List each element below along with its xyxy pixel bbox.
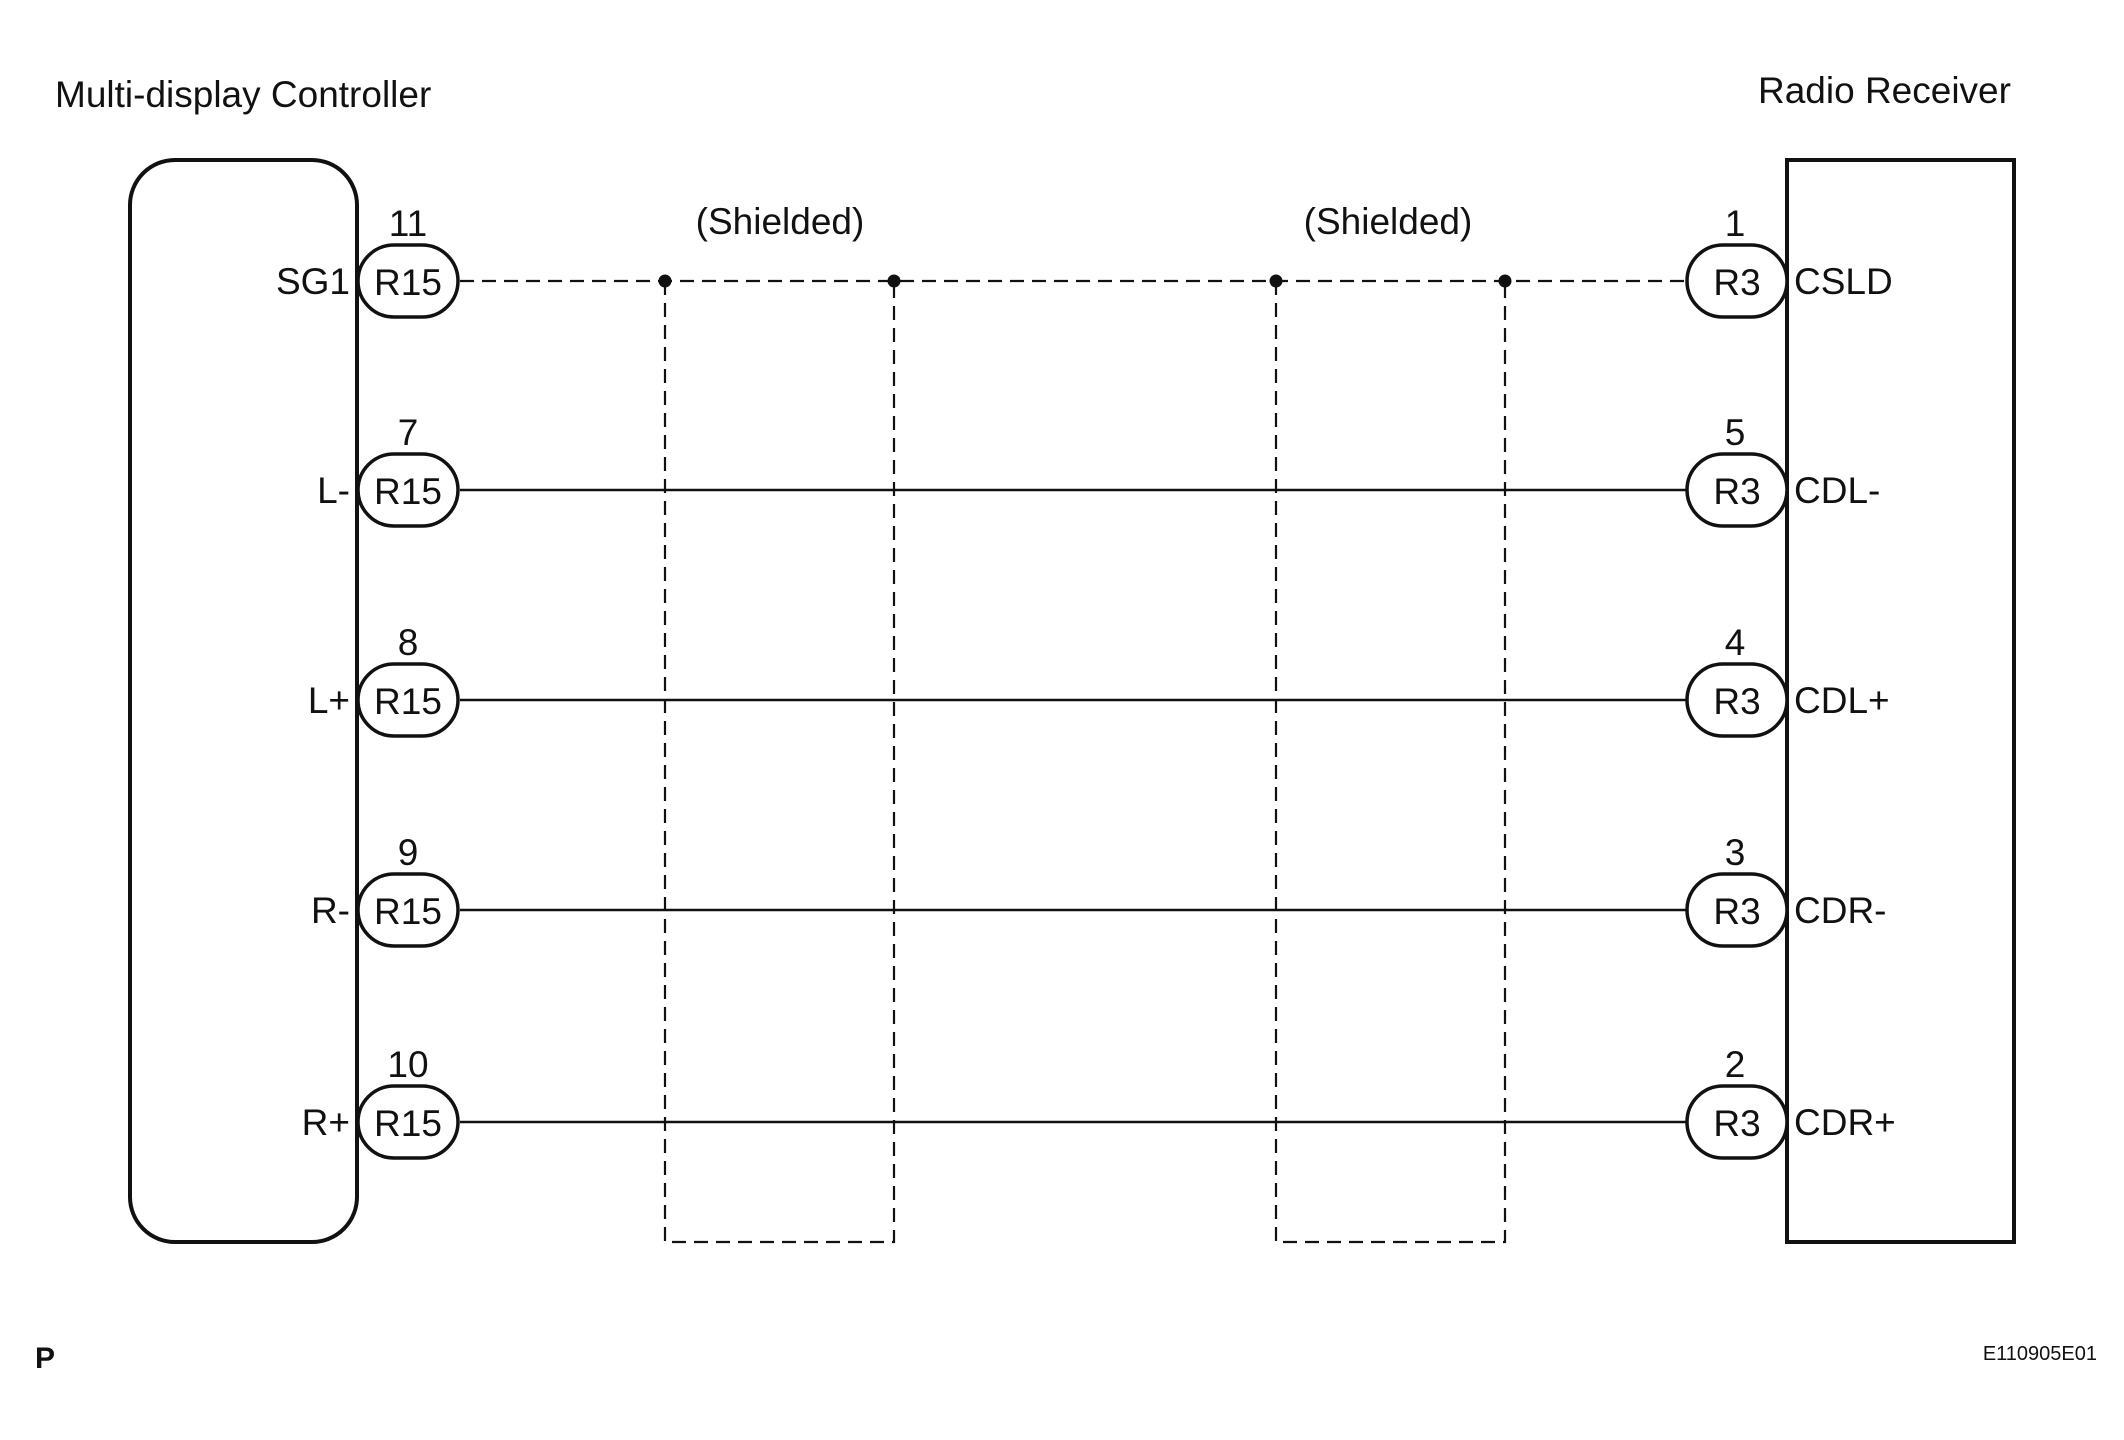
left-connector-label: R15 [374, 681, 442, 722]
left-pin-number: 8 [398, 622, 419, 663]
shield-label-left: (Shielded) [696, 201, 865, 242]
right-connector-pill [1685, 1084, 1789, 1160]
shield-label-right: (Shielded) [1304, 201, 1473, 242]
right-connector-label: R3 [1713, 891, 1760, 932]
left-signal-name: R+ [302, 1102, 350, 1143]
left-pin-number: 10 [387, 1044, 428, 1085]
left-signal-name: L+ [308, 680, 350, 721]
right-connector-label: R3 [1713, 262, 1760, 303]
right-connector-label: R3 [1713, 1103, 1760, 1144]
wire-row: R15 R3 7 5L- CDL- [317, 412, 1880, 528]
right-pin-number: 4 [1725, 622, 1746, 663]
right-connector-pill [1685, 243, 1789, 319]
left-component-title: Multi-display Controller [55, 74, 431, 115]
right-connector-label: R3 [1713, 681, 1760, 722]
left-pin-number: 11 [389, 203, 427, 244]
right-signal-name: CDL- [1794, 470, 1880, 511]
right-connector-label: R3 [1713, 471, 1760, 512]
figure-code: E110905E01 [1983, 1343, 2097, 1365]
right-signal-name: CDL+ [1794, 680, 1890, 721]
right-signal-name: CDR+ [1794, 1102, 1896, 1143]
left-pin-number: 7 [398, 412, 419, 453]
shield-group-right: (Shielded) [1269, 201, 1512, 1244]
shield-group-left: (Shielded) [658, 201, 901, 1244]
shield-junction-dot [887, 274, 901, 288]
wire-row: R15 R3 9 3R- CDR- [311, 832, 1886, 948]
right-connector-pill [1685, 662, 1789, 738]
right-pin-number: 2 [1725, 1044, 1746, 1085]
right-signal-name: CDR- [1794, 890, 1886, 931]
left-connector-pill [356, 452, 460, 528]
right-pin-number: 5 [1725, 412, 1746, 453]
right-pin-number: 3 [1725, 832, 1746, 873]
left-connector-label: R15 [374, 1103, 442, 1144]
wire-row: R15 R3 10 2R+ CDR+ [302, 1044, 1896, 1160]
left-connector-label: R15 [374, 471, 442, 512]
left-signal-name: L- [317, 470, 350, 511]
left-connector-label: R15 [374, 891, 442, 932]
right-component-title: Radio Receiver [1758, 70, 2011, 111]
left-connector-pill [356, 662, 460, 738]
left-connector-pill [356, 243, 460, 319]
wire-row: R15 R3 8 4L+ CDL+ [308, 622, 1890, 738]
left-pin-number: 9 [398, 832, 419, 873]
page-letter: P [35, 1342, 55, 1375]
left-connector-pill [356, 872, 460, 948]
left-connector-pill [356, 1084, 460, 1160]
right-pin-number: 1 [1725, 203, 1746, 244]
shield-outline-right [1274, 281, 1507, 1244]
shield-outline-left [663, 281, 896, 1244]
right-signal-name: CSLD [1794, 261, 1893, 302]
right-connector-pill [1685, 452, 1789, 528]
left-signal-name: R- [311, 890, 350, 931]
left-signal-name: SG1 [276, 261, 350, 302]
right-connector-pill [1685, 872, 1789, 948]
left-connector-label: R15 [374, 262, 442, 303]
